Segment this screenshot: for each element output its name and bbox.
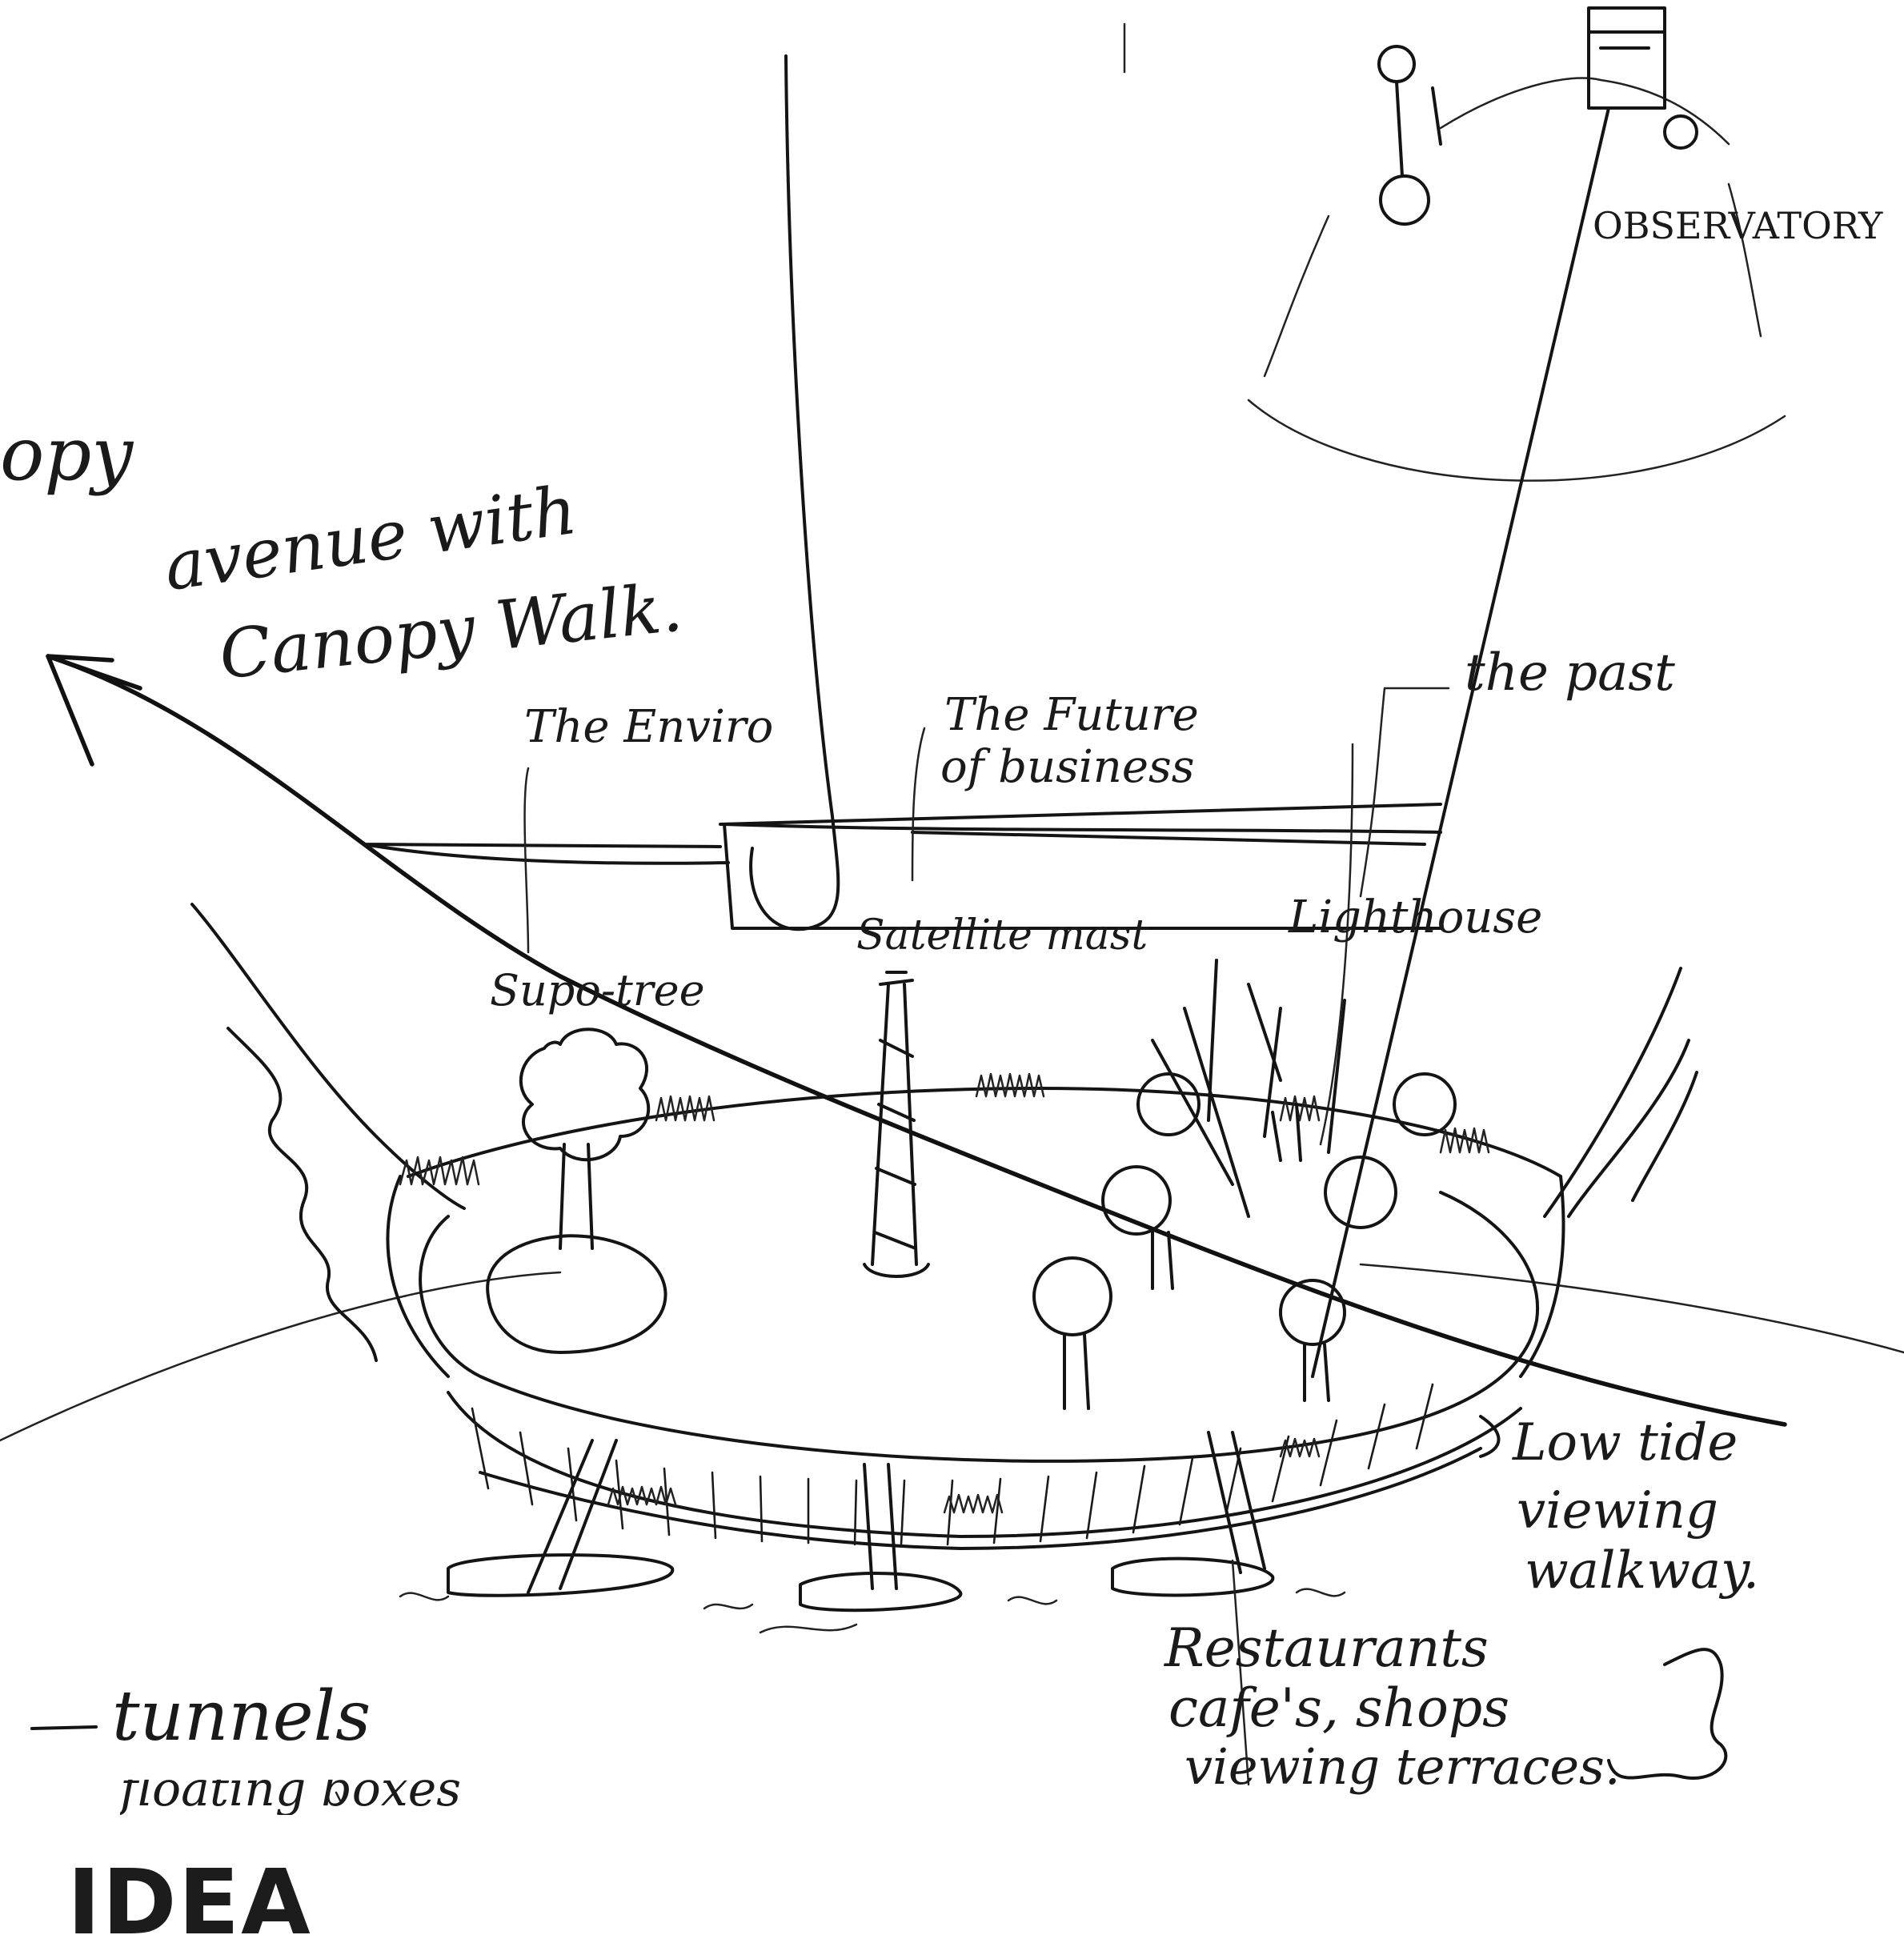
ground-curve [0,1263,1904,1442]
annotation-restaurants-1: Restaurants [1164,1617,1489,1679]
observatory-cable [1311,106,1610,1378]
annotation-low-tide-2: viewing [1517,1481,1718,1540]
leader-lighthouse [1319,743,1354,1146]
mast-cable [749,54,840,931]
annotation-restaurants-2: cafe's, shops [1168,1677,1510,1739]
water-waves [399,1588,1346,1634]
observatory-box [1587,6,1666,110]
cliff-right [1543,967,1698,1218]
rim-grass [399,1072,1490,1186]
annotation-canopy: opy [0,411,134,497]
observatory-dome-arc [1247,399,1786,482]
tunnel-3 [1207,1431,1266,1574]
island-base [479,1447,1482,1550]
floating-box-2 [799,1572,963,1612]
tunnels-dash [30,1725,98,1730]
annotation-restaurants-3: viewing terraces. [1184,1737,1621,1796]
annotation-environment: The Enviro [524,701,774,753]
annotation-low-tide-1: Low tide [1513,1413,1738,1472]
annotation-the-past: the past [1465,643,1675,703]
observatory-box-top [1587,30,1666,50]
tree-cluster-6 [1393,1072,1457,1136]
floating-box-3 [1111,1556,1275,1597]
satellite-mast [871,983,918,1266]
canopy-walk-arrow [46,654,142,767]
tree-cluster-trunks [1063,1103,1330,1410]
satellite-mast-top [879,971,914,986]
leader-restaurants [1231,1559,1250,1786]
super-tree-crown [519,1028,651,1162]
island-wall-bottom [447,1391,1522,1538]
annotation-satellite-mast: Satellite mast [856,911,1148,959]
tunnel-1 [527,1439,618,1594]
super-tree-mound [486,1234,667,1354]
observatory-node-b [1379,174,1430,226]
tunnel-2 [863,1463,898,1590]
observatory-orbit [1439,77,1730,146]
canopy-walk-line [46,654,1787,1427]
observatory-node-c [1663,114,1698,150]
annotation-observatory: OBSERVATORY [1593,204,1883,247]
tree-cluster-1 [1136,1072,1201,1136]
floating-box-1 [447,1553,675,1597]
page-title: IDEA [67,1851,312,1955]
leader-past [1359,687,1450,898]
island-deck [419,1191,1540,1463]
plinth-box [363,803,1442,930]
annotation-tunnels: tunnels [112,1677,371,1757]
annotation-future-1: The Future [944,689,1199,741]
cliff-left [190,903,466,1210]
tree-cluster-2 [1101,1165,1172,1236]
wall-hatching [471,1383,1434,1546]
cliff-squiggle [226,1027,378,1362]
island-wall-top [386,1175,1565,1378]
leader-environment [523,767,530,954]
walkway-pointer [1479,1415,1501,1458]
annotation-floating-boxes: floating boxes [120,1761,462,1817]
squiggle-bottom-right [1607,1648,1728,1780]
tree-cluster-3 [1032,1256,1112,1336]
observatory-outer-arc [1263,182,1762,378]
observatory-node-a [1377,45,1416,83]
annotation-lighthouse: Lighthouse [1289,891,1543,943]
leader-future [911,727,926,882]
tree-cluster-5 [1324,1156,1397,1229]
satellite-mast-base [863,1263,930,1278]
annotation-future-2: of business [940,741,1195,793]
annotation-super-tree: Supo-tree [490,965,705,1016]
super-tree-trunk [559,1143,594,1250]
lighthouse-spikes [1151,959,1346,1218]
small-tick [335,1791,342,1802]
base-grass [607,1437,1321,1514]
tree-cluster-4 [1279,1279,1346,1346]
annotation-low-tide-3: walkway. [1525,1541,1760,1600]
observatory-node-links [1395,80,1442,178]
